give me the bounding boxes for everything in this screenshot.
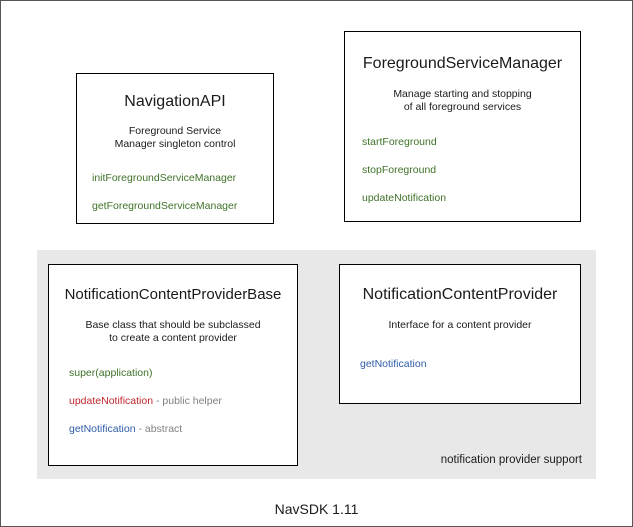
class-member[interactable]: updateNotification - public helper (69, 395, 297, 408)
class-description: Foreground Service Manager singleton con… (77, 125, 273, 151)
class-box-notification-content-provider-base[interactable]: NotificationContentProviderBase Base cla… (48, 264, 298, 466)
class-member-list: getNotification (340, 358, 580, 371)
class-title: NotificationContentProviderBase (64, 286, 282, 303)
class-member[interactable]: initForegroundServiceManager (92, 172, 273, 185)
footer-caption: NavSDK 1.11 (274, 501, 359, 517)
class-member[interactable]: updateNotification (362, 192, 580, 205)
class-description: Base class that should be subclassed to … (49, 319, 297, 345)
class-member-name: stopForeground (362, 164, 437, 176)
class-description-line: Manage starting and stopping (393, 88, 532, 100)
class-member-name: updateNotification (362, 192, 447, 204)
class-member-note: - public helper (153, 395, 222, 407)
class-member-name: getNotification (360, 358, 427, 370)
class-member-list: startForeground stopForeground updateNot… (345, 136, 580, 205)
class-box-notification-content-provider[interactable]: NotificationContentProvider Interface fo… (339, 264, 581, 404)
class-member-name: updateNotification (69, 395, 154, 407)
class-description-line: of all foreground services (403, 101, 522, 113)
class-description-line: Interface for a content provider (388, 319, 532, 331)
class-box-foreground-service-manager[interactable]: ForegroundServiceManager Manage starting… (344, 31, 581, 222)
class-member[interactable]: stopForeground (362, 164, 580, 177)
class-member-name: getForegroundServiceManager (92, 200, 238, 212)
class-description-line: Base class that should be subclassed (85, 319, 261, 331)
class-member-list: initForegroundServiceManager getForegrou… (77, 172, 273, 213)
class-title: NavigationAPI (124, 93, 226, 110)
class-member-name: startForeground (362, 136, 437, 148)
class-description-line: to create a content provider (109, 332, 237, 344)
class-member-name: super(application) (69, 367, 153, 379)
class-member-name: initForegroundServiceManager (92, 172, 237, 184)
class-member[interactable]: getForegroundServiceManager (92, 200, 273, 213)
group-panel-notification-provider-support: NotificationContentProviderBase Base cla… (37, 250, 596, 479)
class-description-line: Manager singleton control (114, 138, 236, 150)
class-member-note: - abstract (135, 423, 183, 435)
class-description-line: Foreground Service (128, 125, 222, 137)
class-box-navigation-api[interactable]: NavigationAPI Foreground Service Manager… (76, 73, 274, 224)
class-description: Manage starting and stopping of all fore… (345, 88, 580, 114)
class-description: Interface for a content provider (340, 319, 580, 332)
class-member[interactable]: getNotification - abstract (69, 423, 297, 436)
class-member[interactable]: startForeground (362, 136, 580, 149)
group-panel-label: notification provider support (440, 454, 582, 466)
class-member-name: getNotification (69, 423, 136, 435)
class-title: ForegroundServiceManager (362, 55, 563, 72)
class-member[interactable]: super(application) (69, 367, 297, 380)
class-member[interactable]: getNotification (360, 358, 580, 371)
class-member-list: super(application) updateNotification - … (49, 367, 297, 436)
class-title: NotificationContentProvider (362, 286, 558, 303)
